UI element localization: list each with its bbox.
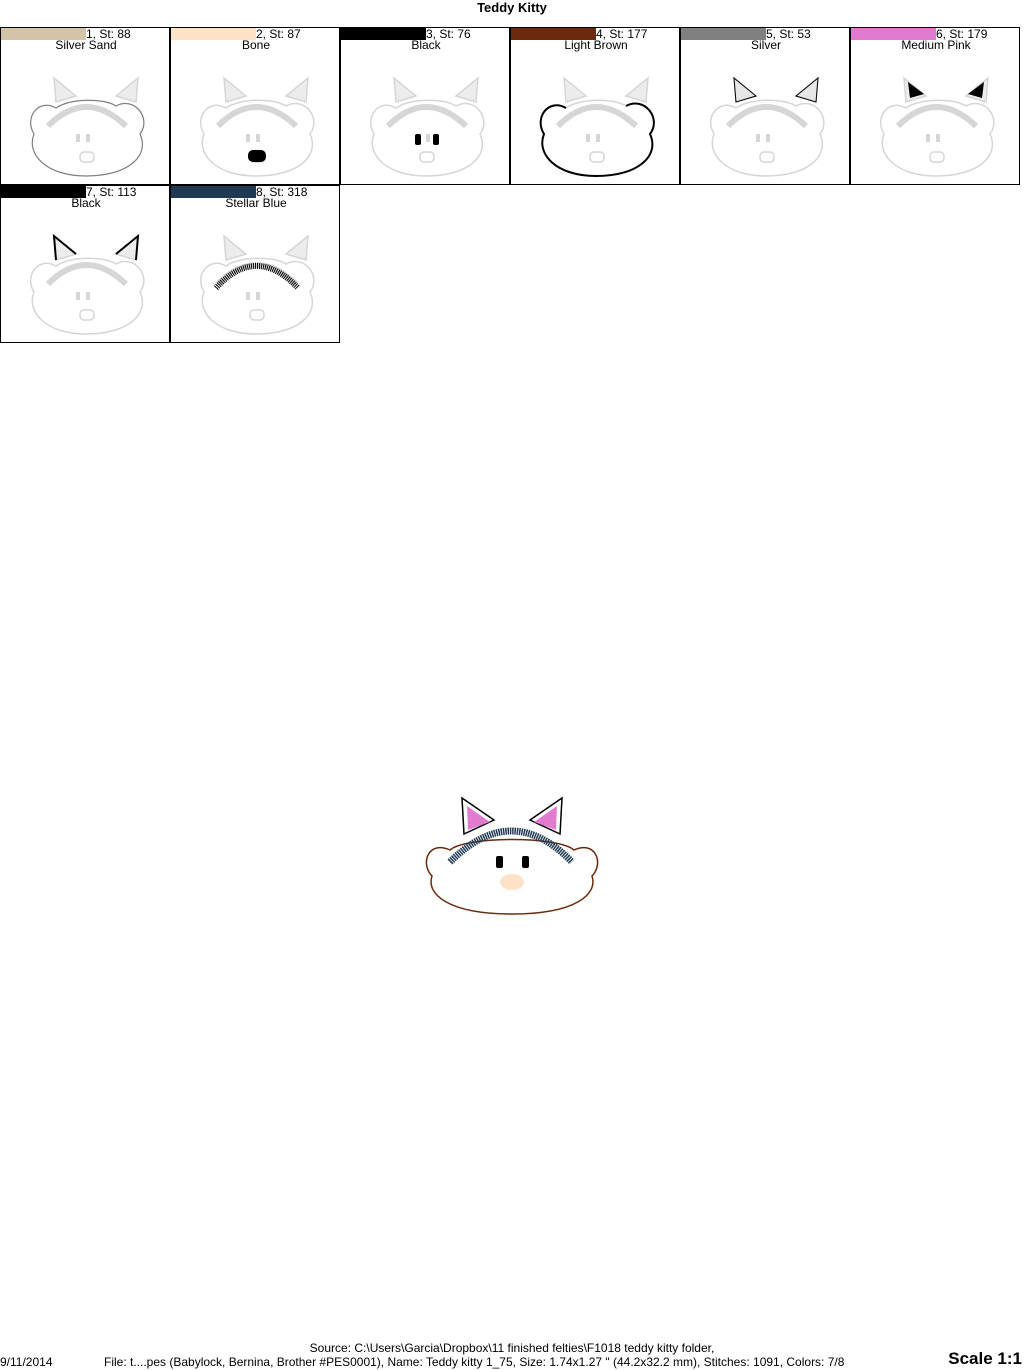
color-swatch (1, 28, 86, 40)
design-preview (420, 790, 605, 925)
step-label: 8, St: 318 (256, 185, 308, 199)
step-thumbnail-image (681, 50, 849, 184)
design-title: Teddy Kitty (477, 0, 547, 15)
color-swatch (511, 28, 596, 40)
thread-color-name: Light Brown (564, 38, 628, 52)
step-thumbnail-image (1, 208, 169, 342)
step-label: 3, St: 76 (426, 27, 471, 41)
step-label: 5, St: 53 (766, 27, 811, 41)
footer-source: Source: C:\Users\Garcia\Dropbox\11 finis… (309, 1341, 715, 1355)
step-thumbnail-image (341, 50, 509, 184)
step-thumbnail-image (851, 50, 1019, 184)
color-swatch (171, 28, 256, 40)
step-label: 7, St: 113 (86, 185, 137, 199)
step-label: 1, St: 88 (86, 27, 131, 41)
color-swatch (681, 28, 766, 40)
step-thumbnail-image (171, 50, 339, 184)
thread-color-name: Stellar Blue (225, 196, 287, 210)
teddy-kitty-preview-image (425, 796, 599, 915)
step-label: 2, St: 87 (256, 27, 301, 41)
color-swatch (171, 186, 256, 198)
color-swatch (341, 28, 426, 40)
step-thumbnail-image (1, 50, 169, 184)
footer-date: 9/11/2014 (0, 1355, 53, 1369)
footer-scale: Scale 1:1 (948, 1349, 1022, 1368)
thread-color-name: Bone (241, 38, 271, 52)
step-thumbnail-image (171, 208, 339, 342)
thread-color-name: Black (71, 196, 101, 210)
thread-color-name: Medium Pink (901, 38, 971, 52)
step-label: 4, St: 177 (596, 27, 648, 41)
step-thumbnail-image (511, 50, 679, 184)
step-label: 6, St: 179 (936, 27, 988, 41)
thread-color-name: Black (411, 38, 441, 52)
color-swatch (1, 186, 86, 198)
thread-color-name: Silver (750, 38, 781, 52)
color-swatch (851, 28, 936, 40)
thread-color-name: Silver Sand (55, 38, 117, 52)
footer-file-info: File: t....pes (Babylock, Bernina, Broth… (104, 1355, 845, 1369)
